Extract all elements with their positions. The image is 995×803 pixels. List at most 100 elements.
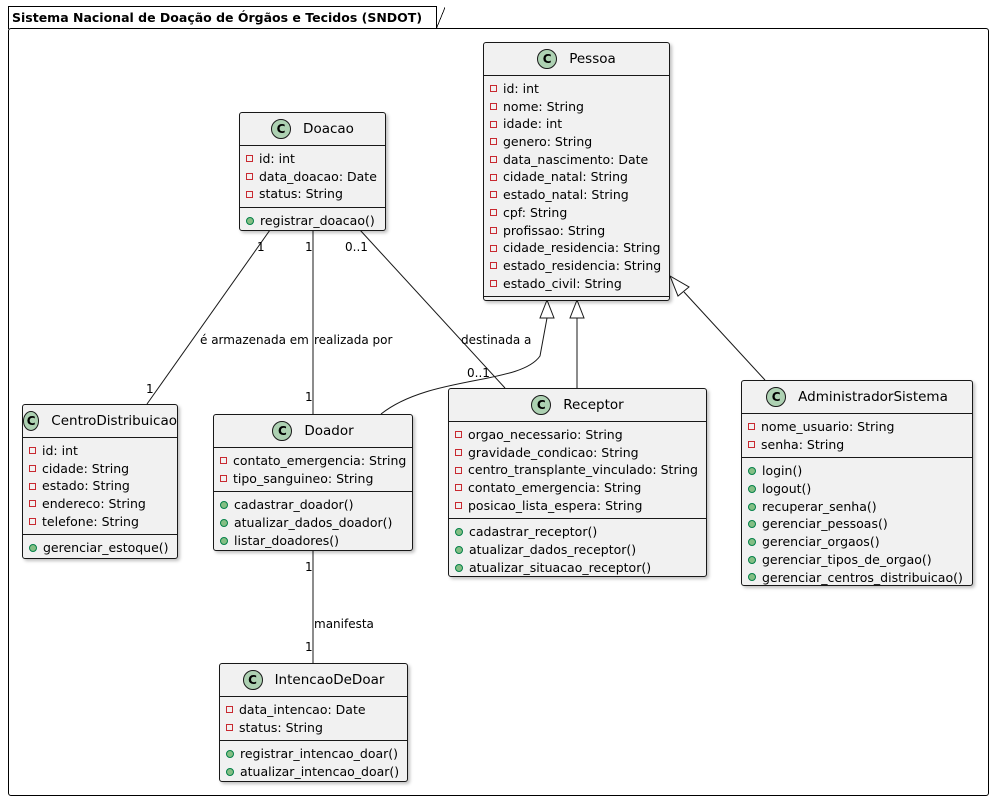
mult-realizada-from: 1: [305, 240, 313, 254]
attribute-row: senha: String: [742, 436, 972, 454]
attribute-text: gravidade_condicao: String: [468, 444, 639, 460]
attribute-text: id: int: [503, 81, 539, 96]
generalization-admin-pessoa: [683, 291, 766, 381]
attribute-text: estado_civil: String: [503, 275, 622, 291]
method-row: cadastrar_doador(): [214, 496, 412, 514]
assoc-line-armazenada: [146, 229, 271, 405]
method-text: cadastrar_receptor(): [469, 524, 598, 540]
attributes-section: contato_emergencia: String tipo_sanguineo…: [214, 448, 412, 491]
attribute-text: data_nascimento: Date: [503, 151, 649, 167]
private-visibility-icon: [455, 449, 462, 457]
public-visibility-icon: [748, 502, 756, 511]
method-text: gerenciar_orgaos(): [762, 534, 880, 550]
method-row: atualizar_dados_receptor(): [449, 541, 706, 559]
assoc-label-realizada: realizada por: [314, 333, 393, 347]
public-visibility-icon: [220, 501, 228, 510]
attribute-row: nome_usuario: String: [742, 418, 972, 436]
public-visibility-icon: [748, 555, 756, 564]
method-row: registrar_doacao(): [240, 212, 385, 230]
class-icon: C: [531, 395, 552, 415]
private-visibility-icon: [490, 85, 497, 93]
private-visibility-icon: [455, 484, 462, 492]
private-visibility-icon: [29, 465, 36, 473]
public-visibility-icon: [748, 537, 756, 546]
attribute-row: contato_emergencia: String: [214, 452, 412, 470]
attribute-text: idade: int: [503, 116, 563, 132]
attribute-text: cidade_residencia: String: [503, 240, 661, 256]
attribute-row: profissao: String: [484, 222, 669, 240]
attribute-row: genero: String: [484, 133, 669, 151]
class-receptor[interactable]: C Receptor orgao_necessario: String gravid…: [448, 388, 707, 577]
class-name: Receptor: [563, 397, 624, 413]
attribute-row: gravidade_condicao: String: [449, 444, 706, 462]
private-visibility-icon: [226, 724, 233, 732]
attribute-row: telefone: String: [23, 513, 177, 531]
method-text: registrar_doacao(): [260, 213, 375, 229]
attribute-row: tipo_sanguineo: String: [214, 470, 412, 488]
private-visibility-icon: [29, 518, 36, 526]
attribute-text: id: int: [42, 443, 78, 458]
private-visibility-icon: [246, 190, 253, 198]
private-visibility-icon: [748, 423, 755, 431]
attribute-text: contato_emergencia: String: [233, 453, 407, 468]
method-text: atualizar_dados_doador(): [234, 515, 393, 531]
method-text: registrar_intencao_doar(): [240, 746, 399, 762]
method-row: atualizar_dados_doador(): [214, 514, 412, 532]
method-text: listar_doadores(): [234, 532, 340, 548]
attribute-text: estado_residencia: String: [503, 257, 662, 273]
public-visibility-icon: [748, 573, 756, 582]
method-text: login(): [762, 463, 803, 479]
private-visibility-icon: [490, 173, 497, 181]
method-text: recuperar_senha(): [762, 498, 877, 514]
attribute-text: profissao: String: [503, 222, 606, 238]
attribute-row: id: int: [484, 80, 669, 98]
mult-manifesta-from: 1: [305, 560, 313, 574]
private-visibility-icon: [246, 155, 253, 163]
attribute-text: posicao_lista_espera: String: [468, 497, 643, 513]
methods-section: login()logout()recuperar_senha()gerencia…: [742, 457, 972, 590]
class-name: Pessoa: [569, 51, 616, 67]
method-text: logout(): [762, 481, 812, 497]
method-text: gerenciar_estoque(): [43, 540, 169, 556]
method-row: listar_doadores(): [214, 532, 412, 550]
method-row: login(): [742, 462, 972, 480]
generalization-arrow-receptor: [569, 298, 585, 319]
attribute-row: estado_residencia: String: [484, 257, 669, 275]
attribute-text: orgao_necessario: String: [468, 427, 623, 442]
private-visibility-icon: [490, 191, 497, 199]
private-visibility-icon: [29, 500, 36, 508]
class-name: Doacao: [303, 121, 354, 137]
attribute-text: contato_emergencia: String: [468, 480, 642, 496]
method-row: gerenciar_tipos_de_orgao(): [742, 551, 972, 569]
methods-section: registrar_intencao_doar()atualizar_inten…: [220, 740, 407, 784]
attribute-row: status: String: [220, 719, 407, 737]
public-visibility-icon: [748, 520, 756, 529]
attribute-row: status: String: [240, 185, 385, 203]
generalization-arrow-admin: [668, 274, 690, 297]
attribute-text: endereco: String: [42, 496, 146, 512]
attribute-text: data_doacao: Date: [259, 168, 377, 184]
private-visibility-icon: [490, 244, 497, 252]
class-name: IntencaoDeDoar: [274, 672, 385, 688]
attribute-row: estado_natal: String: [484, 186, 669, 204]
method-row: gerenciar_pessoas(): [742, 515, 972, 533]
private-visibility-icon: [490, 262, 497, 270]
class-icon: C: [242, 670, 263, 690]
attribute-text: nome: String: [503, 98, 584, 114]
method-row: recuperar_senha(): [742, 498, 972, 516]
attribute-text: nome_usuario: String: [761, 419, 895, 434]
methods-section: [484, 296, 669, 303]
private-visibility-icon: [455, 466, 462, 474]
method-row: gerenciar_estoque(): [23, 539, 177, 557]
attribute-row: data_nascimento: Date: [484, 151, 669, 169]
attribute-text: telefone: String: [42, 513, 139, 529]
private-visibility-icon: [490, 209, 497, 217]
